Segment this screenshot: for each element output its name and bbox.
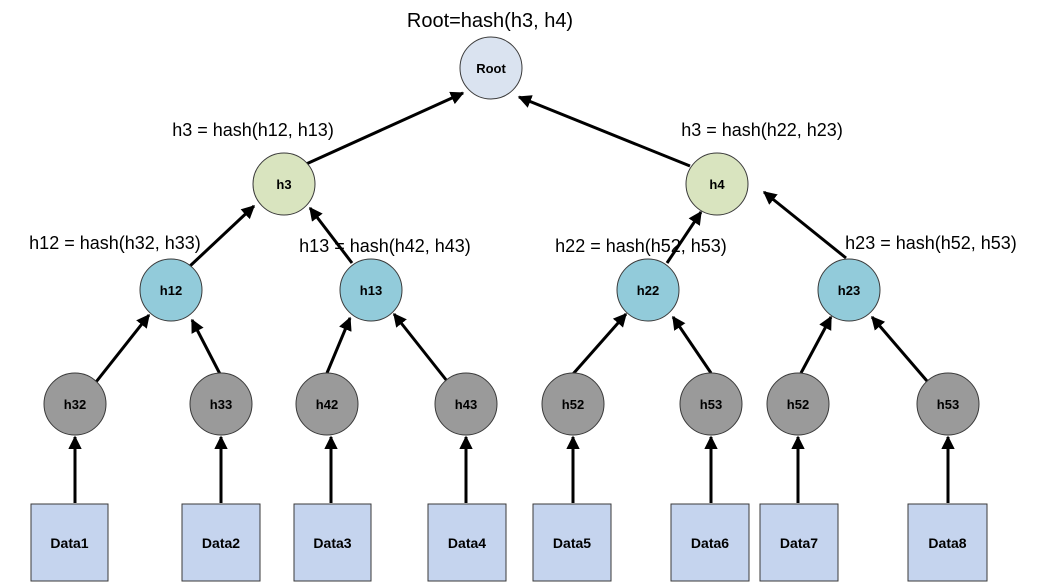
data-block-box — [30, 503, 109, 582]
leaf-node-circle — [541, 372, 605, 436]
h4-node: h4 — [685, 152, 749, 216]
h13-node-label: h13 — [360, 283, 382, 298]
h12-node: h12 — [139, 258, 203, 322]
h23-node-label: h23 — [838, 283, 860, 298]
data-block: Data6 — [670, 503, 750, 582]
edge-h3-root — [303, 91, 465, 167]
h12-formula: h12 = hash(h32, h33) — [29, 233, 201, 253]
data-block: Data5 — [532, 503, 612, 582]
h3-left-formula: h3 = hash(h12, h13) — [172, 120, 334, 140]
leaf-node-circle — [189, 372, 253, 436]
leaf-nodes: h32 h33 h42 h43 h52 h53 h52 h53 — [43, 372, 980, 436]
leaf-node-circle — [916, 372, 980, 436]
leaf-node-label: h32 — [64, 397, 86, 412]
data-block: Data3 — [293, 503, 372, 582]
leaf-node: h52 — [766, 372, 830, 436]
data-block: Data1 — [30, 503, 109, 582]
edges — [68, 91, 955, 503]
data-block: Data8 — [907, 503, 988, 582]
leaf-node: h53 — [916, 372, 980, 436]
leaf-node-label: h33 — [210, 397, 232, 412]
root-formula: Root=hash(h3, h4) — [407, 10, 573, 32]
leaf-node-label: h52 — [562, 397, 584, 412]
edge-h43-h13 — [392, 312, 449, 382]
edge-h4-root — [517, 95, 691, 168]
edge-h13-h3 — [308, 206, 354, 264]
leaf-node: h32 — [43, 372, 107, 436]
h3-node-label: h3 — [276, 177, 291, 192]
h23-node: h23 — [817, 258, 881, 322]
data-block: Data7 — [759, 503, 839, 582]
leaf-node: h53 — [679, 372, 743, 436]
h3-node-circle — [252, 152, 316, 216]
h4-node-label: h4 — [709, 177, 725, 192]
leaf-node: h43 — [434, 372, 498, 436]
data-block: Data2 — [181, 503, 261, 582]
data-block-box — [907, 503, 988, 582]
data-block-box — [293, 503, 372, 582]
h3-node: h3 — [252, 152, 316, 216]
h22-node: h22 — [616, 258, 680, 322]
data-block-label: Data7 — [780, 535, 818, 551]
root-node-circle — [459, 36, 523, 100]
data-block-label: Data1 — [50, 535, 88, 551]
data-block-label: Data3 — [313, 535, 351, 551]
leaf-node-circle — [434, 372, 498, 436]
leaf-node: h33 — [189, 372, 253, 436]
h12-node-label: h12 — [160, 283, 182, 298]
leaf-node: h42 — [295, 372, 359, 436]
formula-annotations: Root=hash(h3, h4) h3 = hash(h12, h13) h3… — [29, 10, 1017, 256]
data-block-label: Data2 — [202, 535, 240, 551]
edge-h52-h22 — [571, 312, 628, 375]
leaf-node-circle — [679, 372, 743, 436]
leaf-node-circle — [295, 372, 359, 436]
data-blocks: Data1 Data2 Data3 Data4 Data5 Data6 Data… — [30, 503, 988, 582]
h22-node-circle — [616, 258, 680, 322]
leaf-node-circle — [43, 372, 107, 436]
h4-node-circle — [685, 152, 749, 216]
data-block: Data4 — [427, 503, 507, 582]
data-block-label: Data4 — [448, 535, 486, 551]
h22-node-label: h22 — [637, 283, 659, 298]
edge-h32-h12 — [94, 313, 151, 383]
leaf-node-label: h42 — [316, 397, 338, 412]
data-block-box — [427, 503, 507, 582]
level1-nodes: h3 h4 — [252, 152, 749, 216]
level2-nodes: h12 h13 h22 h23 — [139, 258, 881, 322]
edge-h52b-h23 — [799, 315, 833, 374]
edge-h53b-h23 — [870, 315, 929, 382]
h23-node-circle — [817, 258, 881, 322]
edge-h53-h22 — [671, 315, 713, 374]
edge-h23-h4 — [762, 190, 847, 260]
h13-node-circle — [339, 258, 403, 322]
edge-h33-h12 — [190, 318, 222, 375]
h22-formula: h22 = hash(h52, h53) — [555, 236, 727, 256]
data-block-label: Data8 — [928, 535, 966, 551]
leaf-node-label: h53 — [937, 397, 959, 412]
leaf-node-label: h53 — [700, 397, 722, 412]
data-block-box — [181, 503, 261, 582]
leaf-node: h52 — [541, 372, 605, 436]
data-block-box — [759, 503, 839, 582]
h3-right-formula: h3 = hash(h22, h23) — [681, 120, 843, 140]
leaf-node-circle — [766, 372, 830, 436]
edge-h12-h3 — [188, 204, 256, 268]
root-node-label: Root — [476, 61, 506, 76]
h12-node-circle — [139, 258, 203, 322]
h13-formula: h13 = hash(h42, h43) — [299, 236, 471, 256]
data-block-box — [670, 503, 750, 582]
edge-h22-h4 — [665, 210, 703, 264]
data-block-label: Data5 — [553, 535, 591, 551]
leaf-node-label: h43 — [455, 397, 477, 412]
data-block-label: Data6 — [691, 535, 729, 551]
h23-formula: h23 = hash(h52, h53) — [845, 233, 1017, 253]
edge-h42-h13 — [325, 316, 352, 374]
data-block-box — [532, 503, 612, 582]
h13-node: h13 — [339, 258, 403, 322]
leaf-node-label: h52 — [787, 397, 809, 412]
root-node: Root — [459, 36, 523, 100]
